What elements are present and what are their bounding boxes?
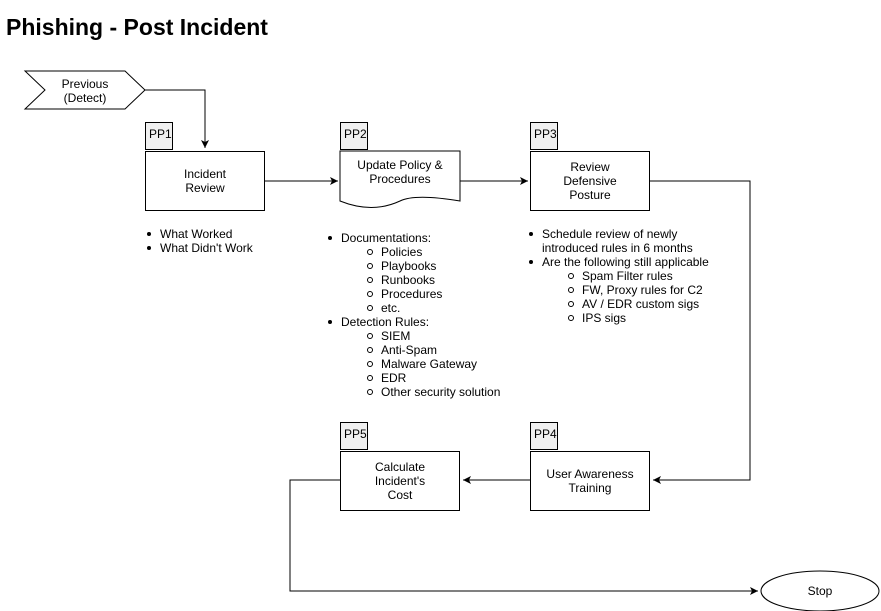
pp3-applicable-heading: Are the following still applicable <box>542 255 709 269</box>
pp2-detection-item: Other security solution <box>364 385 500 399</box>
pp3-tag: PP3 <box>530 122 558 150</box>
diagram-title: Phishing - Post Incident <box>6 14 268 40</box>
pp2-documentation-item: Playbooks <box>364 259 500 273</box>
pp2-document-shape <box>339 150 461 208</box>
pp3-box[interactable]: Review Defensive Posture <box>530 151 650 211</box>
pp2-note-detection-rules: Detection Rules: SIEM Anti-Spam Malware … <box>324 315 500 399</box>
pp2-documentation-item: Runbooks <box>364 273 500 287</box>
pp5-label: Calculate Incident's Cost <box>374 460 426 502</box>
pp1-note-item: What Worked <box>143 227 253 241</box>
pp2-detection-item: EDR <box>364 371 500 385</box>
pp2-tag: PP2 <box>340 122 368 150</box>
pp3-note-schedule: Schedule review of newly introduced rule… <box>525 227 720 255</box>
pp3-applicable-item: Spam Filter rules <box>565 269 735 283</box>
pp1-label: Incident Review <box>183 167 227 195</box>
pp3-applicable-item: IPS sigs <box>565 311 735 325</box>
stop-label: Stop <box>807 584 833 598</box>
pp2-detection-item: Anti-Spam <box>364 343 500 357</box>
pp3-label: Review Defensive Posture <box>563 160 617 202</box>
pp2-detection-rules-heading: Detection Rules: <box>341 315 430 329</box>
edge-previous-pp1 <box>145 89 209 148</box>
pp3-note-applicable: Are the following still applicable Spam … <box>525 255 735 325</box>
previous-step-shape <box>23 70 146 110</box>
edge-pp5-stop <box>289 479 758 595</box>
pp2-notes: Documentations: Policies Playbooks Runbo… <box>324 231 500 399</box>
pp4-tag: PP4 <box>530 422 558 450</box>
pp2-note-documentations: Documentations: Policies Playbooks Runbo… <box>324 231 500 315</box>
pp1-box[interactable]: Incident Review <box>145 151 265 211</box>
pp3-applicable-item: FW, Proxy rules for C2 <box>565 283 735 297</box>
pp1-notes: What Worked What Didn't Work <box>143 227 253 255</box>
stop-terminator-shape <box>760 570 880 611</box>
previous-step-label: Previous (Detect) <box>61 77 109 105</box>
pp4-box[interactable]: User Awareness Training <box>530 451 650 511</box>
pp1-note-item: What Didn't Work <box>143 241 253 255</box>
pp2-detection-item: Malware Gateway <box>364 357 500 371</box>
pp4-label: User Awareness Training <box>546 467 634 495</box>
pp5-tag: PP5 <box>340 422 368 450</box>
pp2-documentation-item: etc. <box>364 301 500 315</box>
pp2-detection-item: SIEM <box>364 329 500 343</box>
pp3-notes: Schedule review of newly introduced rule… <box>525 227 735 325</box>
pp1-tag: PP1 <box>145 122 173 150</box>
pp3-applicable-item: AV / EDR custom sigs <box>565 297 735 311</box>
pp2-documentation-item: Policies <box>364 245 500 259</box>
edge-pp3-pp4 <box>650 180 751 484</box>
pp2-label: Update Policy & Procedures <box>357 158 443 186</box>
pp5-box[interactable]: Calculate Incident's Cost <box>340 451 460 511</box>
pp2-documentation-item: Procedures <box>364 287 500 301</box>
pp2-documentations-heading: Documentations: <box>341 231 432 245</box>
